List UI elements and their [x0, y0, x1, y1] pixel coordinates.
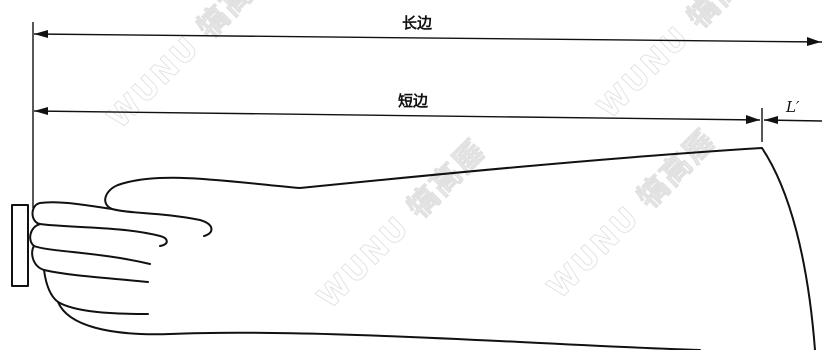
watermark: WUNU 犒高厜 [591, 0, 774, 126]
glove-top-edge [117, 147, 816, 350]
long-side-dimension: 长边 [33, 14, 822, 46]
fixture-plate [11, 204, 29, 287]
cuff-length-dimension: L′ [761, 98, 822, 142]
short-side-arrow-right [746, 115, 760, 124]
cuff-length-label: L′ [785, 98, 800, 116]
glove-middle-finger [29, 223, 151, 265]
short-side-arrow-left [34, 107, 48, 115]
glove-thumb [104, 184, 213, 237]
glove-index-finger [31, 201, 168, 247]
long-side-label: 长边 [402, 14, 433, 32]
cuff-arrow-left [764, 116, 778, 124]
short-side-dimension: 短边 [33, 92, 761, 124]
long-side-arrow-right [807, 37, 821, 46]
glove-bottom-edge [57, 301, 701, 350]
watermark: WUNU 犒高厜 [101, 0, 284, 136]
watermark-group: WUNU 犒高厜 WUNU 犒高厜 WUNU 犒高厜 WUNU 犒高厜 [100, 0, 774, 316]
watermark: WUNU 犒高厜 [541, 123, 724, 306]
glove-outline [29, 147, 816, 350]
short-side-label: 短边 [398, 92, 429, 110]
long-side-arrow-left [34, 30, 48, 38]
watermark: WUNU 犒高厜 [311, 133, 494, 316]
glove-ring-finger [31, 245, 149, 283]
short-side-line [33, 110, 761, 121]
long-side-line [33, 33, 822, 43]
